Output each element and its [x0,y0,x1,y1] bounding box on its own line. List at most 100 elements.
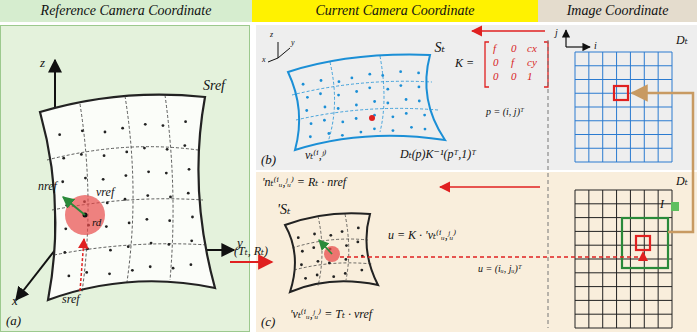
equation: 'vₜ⁽ⁱᵤ,ʲᵤ⁾ = Tₜ · vref [290,308,372,322]
surface-grid [292,214,372,286]
surface-point [131,269,134,272]
current-surface [288,55,445,150]
header-title: Image Coordinate [567,3,669,19]
equation: u = (iᵤ, jᵤ)ᵀ [478,263,522,275]
surface-point [424,128,427,131]
surface-grid [47,95,208,292]
surface-point [168,219,171,222]
sample-pointer [80,239,84,291]
surface-point [103,154,106,157]
surface-point [391,115,394,118]
surface-point [405,112,408,115]
point-label: sref [62,293,80,307]
surface-point [344,272,347,275]
surface-point [143,147,146,150]
axis-label: y [291,38,295,47]
surface-point [327,132,330,135]
surface-point [305,109,308,112]
surface-point [320,79,323,82]
surface-point [150,242,153,245]
axis-label: z [40,56,45,71]
window-swatch [671,202,679,211]
surface-point [127,245,130,248]
surface-point [187,192,190,195]
surface-point [300,263,303,266]
grid-line [575,203,672,204]
surface-point [386,102,389,105]
surface-point [355,117,358,120]
surface-point [310,122,313,125]
surface-point [360,269,363,272]
surface-point [297,236,300,239]
surface-point [172,267,175,270]
grid-line [575,286,672,287]
panel-tag: (c) [261,315,275,330]
surface-point [149,265,152,268]
surface-point [338,80,341,83]
grid-line [575,314,672,315]
grid-line [575,52,672,53]
panel-tag: (b) [261,153,276,168]
grid-line [575,300,672,301]
surface-point [356,241,359,244]
surface-point [162,124,165,127]
surface-point [345,244,348,247]
surface-point [124,198,127,201]
surface-point [302,83,305,86]
surface-point [109,249,112,252]
surface-point [81,129,84,132]
vector-label: vref [96,186,114,200]
matrix-cell: f [511,56,514,69]
depth-grid [575,52,672,162]
matrix-cell: 0 [511,70,517,83]
map-name: Dₜ [676,34,688,48]
surface-point [355,90,358,93]
surface-point [124,174,127,177]
equation: p = (i, j)ᵀ [486,106,524,118]
image-axes [566,30,590,47]
surface-point [184,120,187,123]
surface-point [188,168,191,171]
surface-point [146,218,149,221]
matrix-cell: 0 [493,56,499,69]
axis-label: j [555,27,558,39]
surface-point [328,262,331,265]
surface-point [332,275,335,278]
equation: u = K · 'vₜ⁽ⁱᵤ,ʲᵤ⁾ [388,229,456,243]
surface-point [323,119,326,122]
matrix-name: K = [455,57,474,71]
surface-point [337,94,340,97]
pixel-marker [614,86,628,100]
equation: 'nₜ⁽ⁱᵤ,ʲᵤ⁾ = Rₜ · nref [262,176,346,190]
surface-point [418,100,421,103]
surface-point [329,234,332,237]
surface-point [64,227,67,230]
grid-line [575,190,672,191]
surface-point [104,131,107,134]
surface-point [108,272,111,275]
divider [548,40,549,328]
header-title: Reference Camera Coordinate [41,3,212,19]
surface-point [357,227,360,230]
surface-point [344,258,347,261]
surface-grid [292,56,438,142]
transform-arrow [230,261,272,263]
surface-point [306,96,309,99]
surface-point [418,86,421,89]
header-band: Image Coordinate [538,0,697,22]
surface-point [399,70,402,73]
header-band: Current Camera Coordinate [252,0,538,22]
surface-point [316,274,319,277]
surface-points [302,70,427,138]
surface-point [399,84,402,87]
projection-arrow [440,186,540,188]
equation: Dₜ(p)K⁻¹(pᵀ,1)ᵀ [400,148,476,162]
grid-line [575,107,672,108]
surface-point [373,127,376,130]
surface-point [341,120,344,123]
surface-point [191,216,194,219]
surface-points [58,120,194,277]
pixel-marker [636,236,650,250]
surface-point [190,239,193,242]
